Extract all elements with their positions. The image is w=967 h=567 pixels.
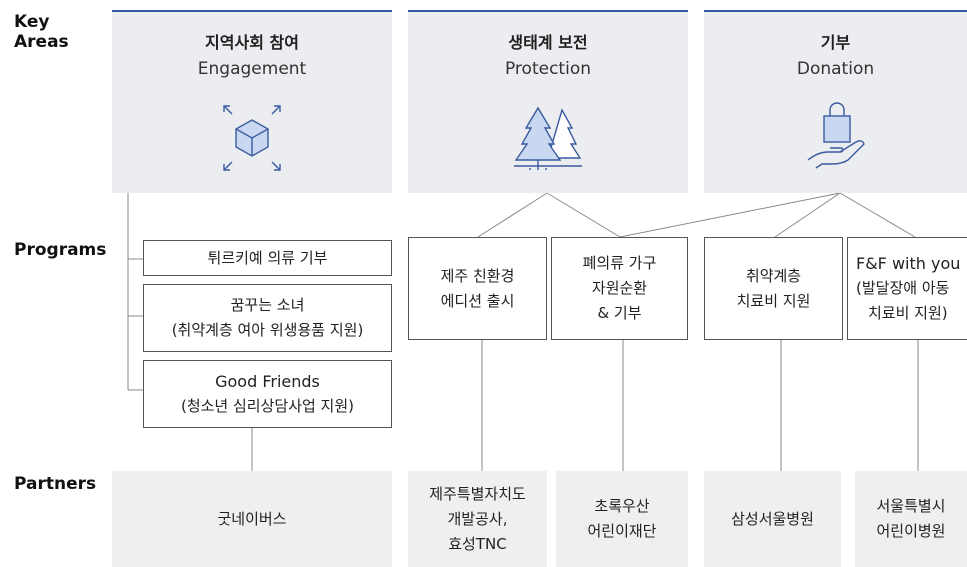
- program-medical-support: 취약계층 치료비 지원: [704, 237, 843, 340]
- partner-samsung-hospital: 삼성서울병원: [704, 471, 841, 567]
- program-jeju-edition: 제주 친환경 에디션 출시: [408, 237, 547, 340]
- program-line: 취약계층: [745, 266, 802, 285]
- partner-jeju-samdasoo: 제주특별자치도 개발공사, 효성TNC: [408, 471, 547, 567]
- partners-label: Partners: [14, 474, 97, 494]
- program-line: Good Friends: [215, 372, 320, 391]
- program-line: & 기부: [597, 304, 642, 322]
- area-title-ko: 지역사회 참여: [205, 33, 299, 52]
- program-line: 꿈꾸는 소녀: [230, 296, 305, 314]
- program-line: 폐의류 가구: [582, 254, 657, 272]
- program-line: 자원순환: [591, 279, 648, 297]
- program-ff-with-you: F&F with you (발달장애 아동 치료비 지원): [847, 237, 967, 340]
- program-line: 에디션 출시: [440, 291, 515, 310]
- hand-gift-icon: [807, 102, 865, 169]
- cube-expand-icon: [223, 105, 281, 171]
- area-title-en: Protection: [504, 59, 591, 79]
- area-title-ko: 생태계 보전: [508, 33, 588, 52]
- partner-seoul-childrens-hospital: 서울특별시 어린이병원: [855, 471, 967, 567]
- area-engagement: 지역사회 참여 Engagement: [112, 10, 392, 193]
- area-title-ko: 기부: [820, 33, 851, 52]
- program-line: F&F with you: [856, 254, 961, 273]
- program-turkiye-clothes: 튀르키예 의류 기부: [143, 240, 392, 276]
- program-line: (청소년 심리상담사업 지원): [180, 397, 355, 415]
- area-donation: 기부 Donation: [704, 10, 967, 193]
- program-dreaming-girl: 꿈꾸는 소녀 (취약계층 여아 위생용품 지원): [143, 284, 392, 352]
- program-line: (취약계층 여아 위생용품 지원): [171, 321, 364, 339]
- program-line: 치료비 지원: [736, 291, 811, 310]
- program-line: 치료비 지원): [868, 304, 948, 322]
- program-line: (발달장애 아동: [856, 279, 950, 297]
- area-title-en: Donation: [796, 59, 875, 79]
- trees-icon: [514, 106, 582, 170]
- partner-green-umbrella: 초록우산 어린이재단: [556, 471, 688, 567]
- programs-label: Programs: [14, 240, 107, 260]
- area-title-en: Engagement: [197, 59, 307, 79]
- program-waste-clothes: 폐의류 가구 자원순환 & 기부: [551, 237, 688, 340]
- program-line: 튀르키예 의류 기부: [207, 248, 328, 267]
- key-areas-label: Key Areas: [14, 12, 69, 52]
- program-line: 제주 친환경: [440, 266, 515, 285]
- program-good-friends: Good Friends (청소년 심리상담사업 지원): [143, 360, 392, 428]
- area-protection: 생태계 보전 Protection: [408, 10, 688, 193]
- partner-good-neighbors: 굿네이버스: [112, 471, 392, 567]
